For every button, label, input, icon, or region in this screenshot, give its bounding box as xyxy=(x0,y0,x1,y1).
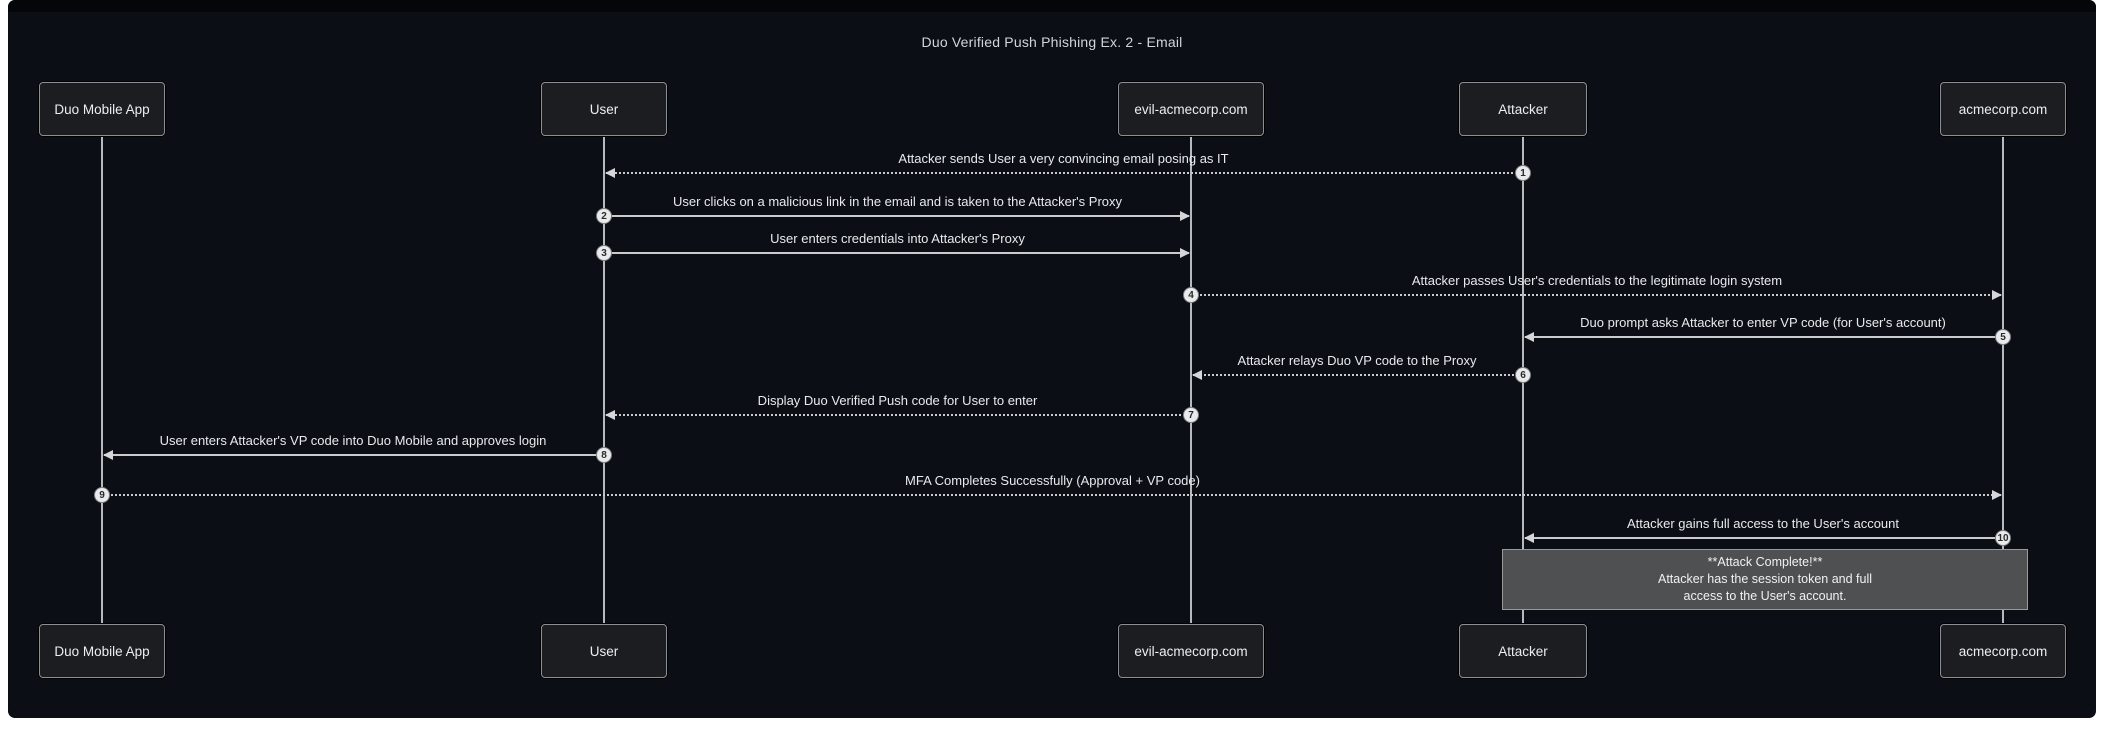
seq-badge-8: 8 xyxy=(596,447,612,463)
message-label-1: Attacker sends User a very convincing em… xyxy=(898,151,1229,166)
message-label-6: Attacker relays Duo VP code to the Proxy xyxy=(1237,353,1477,368)
participant-box-bottom-user: User xyxy=(541,624,667,678)
note-line: access to the User's account. xyxy=(1683,589,1847,603)
message-label-2: User clicks on a malicious link in the e… xyxy=(672,194,1123,209)
participant-label: User xyxy=(589,643,619,659)
participant-label: Attacker xyxy=(1498,643,1548,659)
arrowhead-9 xyxy=(1992,490,2002,500)
message-arrow-3 xyxy=(606,252,1189,254)
arrowhead-4 xyxy=(1992,290,2002,300)
top-letterbox-bar xyxy=(8,0,2096,12)
participant-label: acmecorp.com xyxy=(1958,101,2048,117)
arrowhead-8 xyxy=(103,450,113,460)
participant-box-top-duo: Duo Mobile App xyxy=(39,82,165,136)
arrowhead-3 xyxy=(1180,248,1190,258)
message-label-8: User enters Attacker's VP code into Duo … xyxy=(159,433,547,448)
participant-box-top-acme: acmecorp.com xyxy=(1940,82,2066,136)
arrowhead-5 xyxy=(1524,332,1534,342)
seq-badge-1: 1 xyxy=(1515,165,1531,181)
message-label-10: Attacker gains full access to the User's… xyxy=(1627,516,1899,531)
message-label-9: MFA Completes Successfully (Approval + V… xyxy=(905,473,1200,488)
seq-badge-5: 5 xyxy=(1995,329,2011,345)
participant-box-top-user: User xyxy=(541,82,667,136)
message-arrow-6 xyxy=(1193,374,1521,376)
participant-label: acmecorp.com xyxy=(1958,643,2048,659)
diagram-title: Duo Verified Push Phishing Ex. 2 - Email xyxy=(921,34,1183,50)
participant-box-bottom-duo: Duo Mobile App xyxy=(39,624,165,678)
message-label-7: Display Duo Verified Push code for User … xyxy=(757,393,1038,408)
seq-badge-6: 6 xyxy=(1515,367,1531,383)
seq-badge-3: 3 xyxy=(596,245,612,261)
message-arrow-8 xyxy=(104,454,602,456)
message-label-4: Attacker passes User's credentials to th… xyxy=(1411,273,1783,288)
message-arrow-1 xyxy=(606,172,1521,174)
message-label-5: Duo prompt asks Attacker to enter VP cod… xyxy=(1580,315,1946,330)
seq-badge-10: 10 xyxy=(1995,530,2011,546)
message-arrow-2 xyxy=(606,215,1189,217)
arrowhead-2 xyxy=(1180,211,1190,221)
participant-box-bottom-evil: evil-acmecorp.com xyxy=(1118,624,1264,678)
message-arrow-7 xyxy=(606,414,1189,416)
arrowhead-10 xyxy=(1524,533,1534,543)
seq-badge-4: 4 xyxy=(1183,287,1199,303)
participant-box-bottom-attacker: Attacker xyxy=(1459,624,1587,678)
participant-box-bottom-acme: acmecorp.com xyxy=(1940,624,2066,678)
lifeline-evil xyxy=(1190,136,1192,624)
note-box: **Attack Complete!** Attacker has the se… xyxy=(1502,549,2028,610)
participant-label: evil-acmecorp.com xyxy=(1134,643,1248,659)
participant-box-top-attacker: Attacker xyxy=(1459,82,1587,136)
lifeline-acme xyxy=(2002,136,2004,624)
participant-label: Duo Mobile App xyxy=(54,643,150,659)
participant-label: User xyxy=(589,101,619,117)
arrowhead-7 xyxy=(605,410,615,420)
participant-label: evil-acmecorp.com xyxy=(1134,101,1248,117)
message-label-3: User enters credentials into Attacker's … xyxy=(770,231,1025,246)
note-line: **Attack Complete!** xyxy=(1707,555,1823,569)
message-arrow-10 xyxy=(1525,537,2001,539)
lifeline-user xyxy=(603,136,605,624)
lifeline-duo xyxy=(101,136,103,624)
seq-badge-7: 7 xyxy=(1183,407,1199,423)
note-line: Attacker has the session token and full xyxy=(1657,572,1872,586)
message-arrow-9 xyxy=(104,494,2001,496)
participant-label: Attacker xyxy=(1498,101,1548,117)
arrowhead-1 xyxy=(605,168,615,178)
seq-badge-9: 9 xyxy=(94,487,110,503)
participant-label: Duo Mobile App xyxy=(54,101,150,117)
seq-badge-2: 2 xyxy=(596,208,612,224)
arrowhead-6 xyxy=(1192,370,1202,380)
message-arrow-5 xyxy=(1525,336,2001,338)
participant-box-top-evil: evil-acmecorp.com xyxy=(1118,82,1264,136)
message-arrow-4 xyxy=(1193,294,2001,296)
